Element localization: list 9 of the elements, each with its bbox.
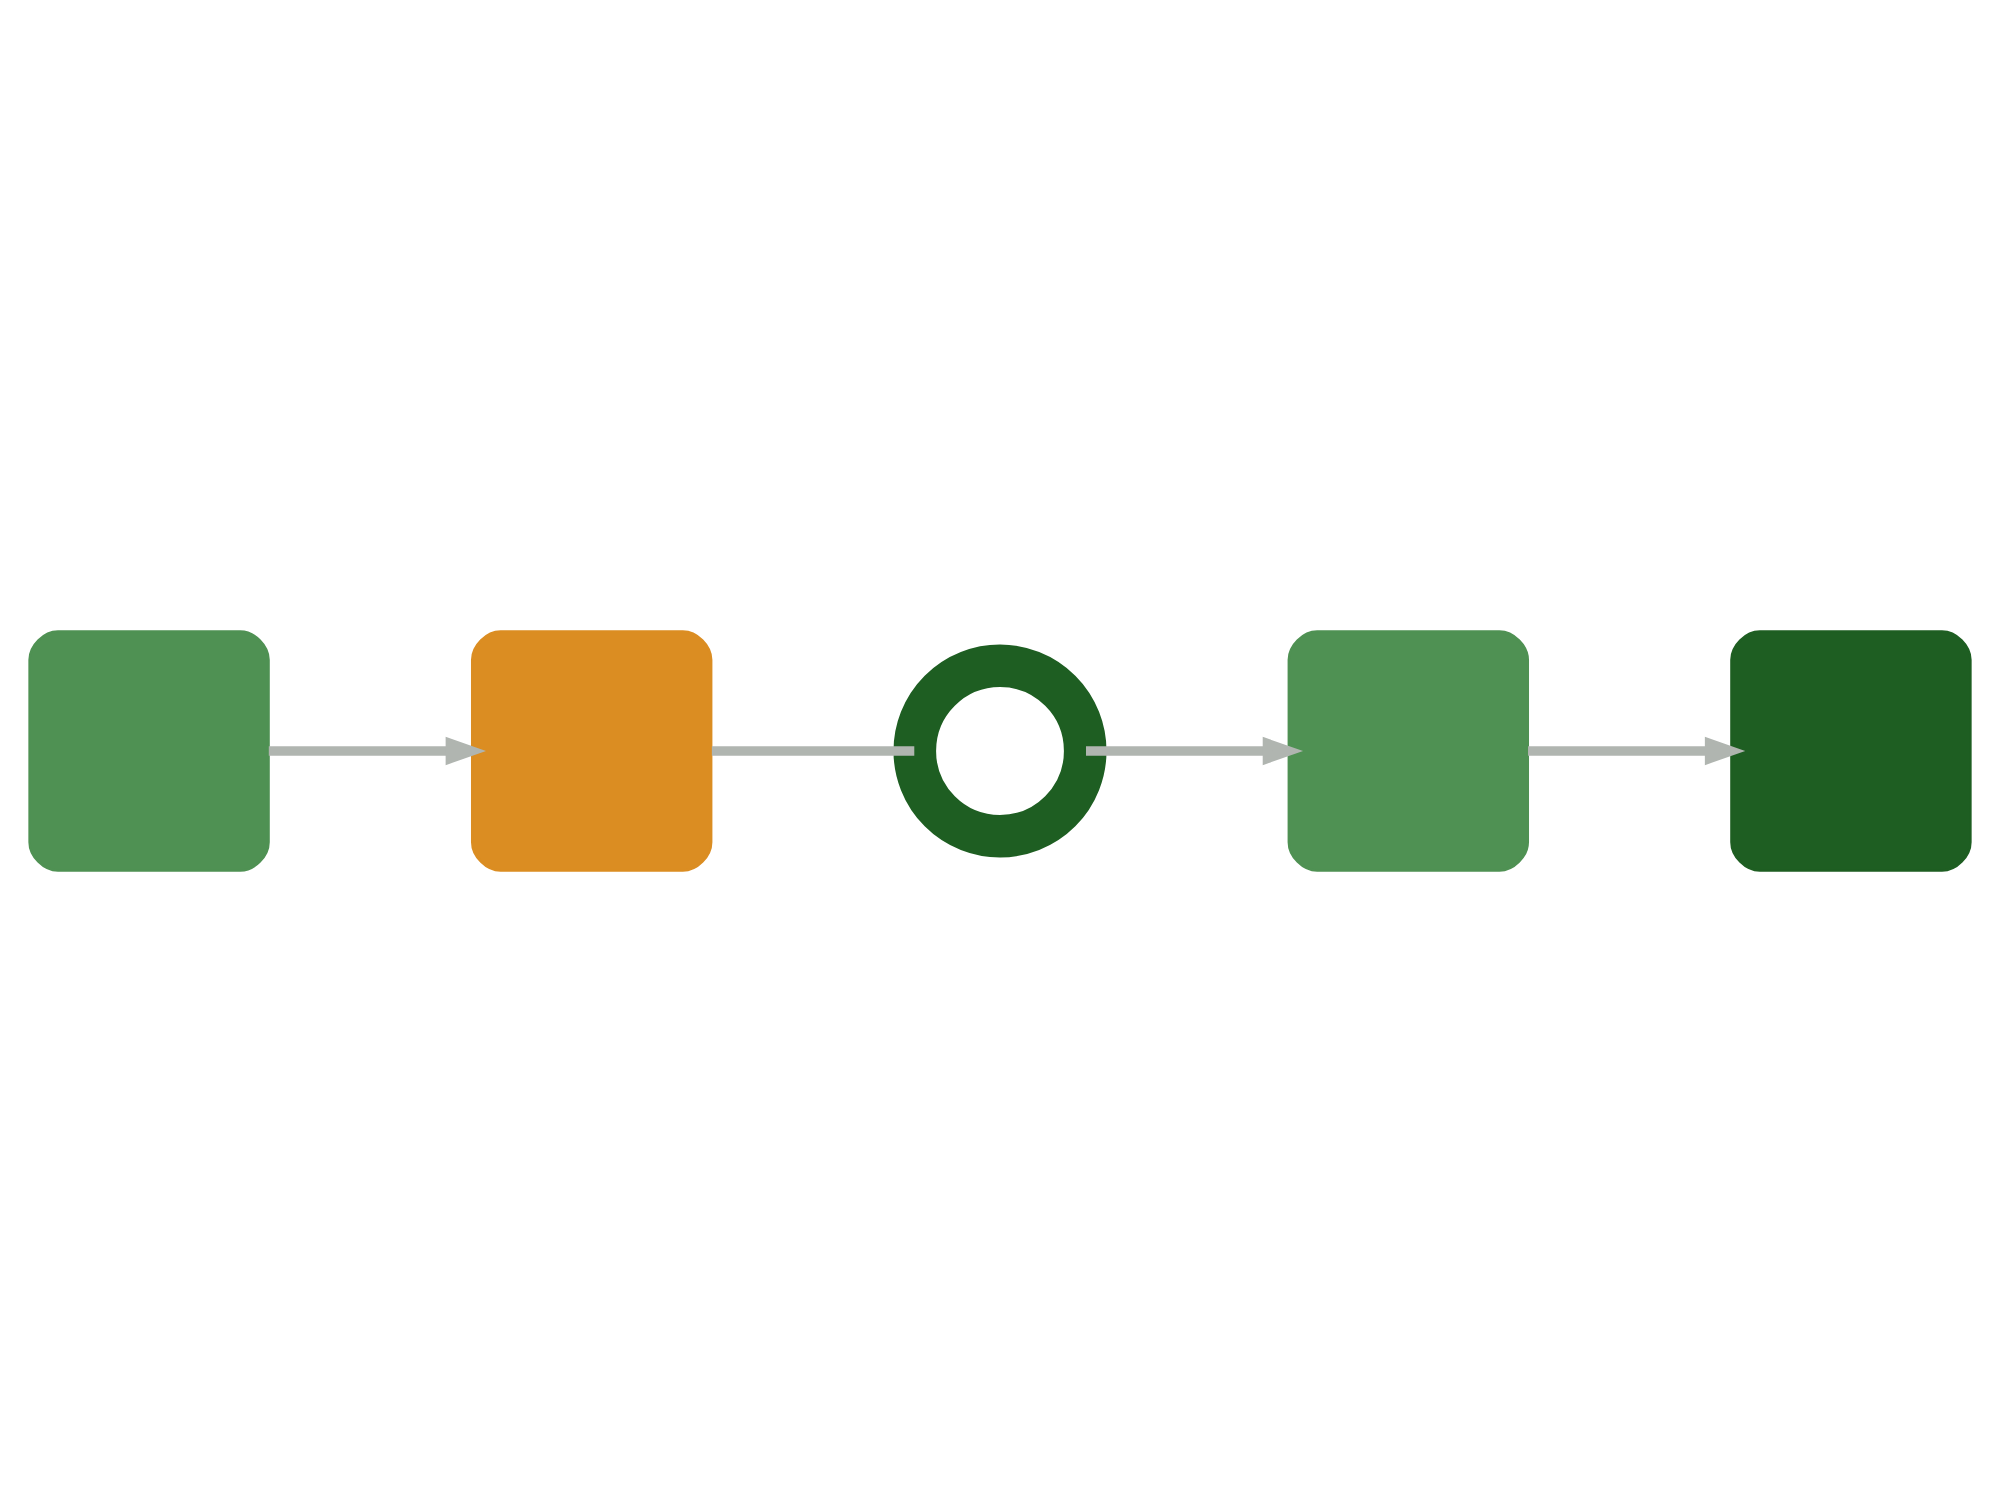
arrow [1528, 735, 1746, 765]
node-box [471, 629, 713, 871]
arrow [1086, 735, 1304, 765]
connector [711, 745, 915, 755]
node-box [1287, 629, 1529, 871]
node-gear [893, 643, 1107, 857]
node-box [28, 629, 270, 871]
arrow [268, 735, 486, 765]
node-box [1730, 629, 1972, 871]
